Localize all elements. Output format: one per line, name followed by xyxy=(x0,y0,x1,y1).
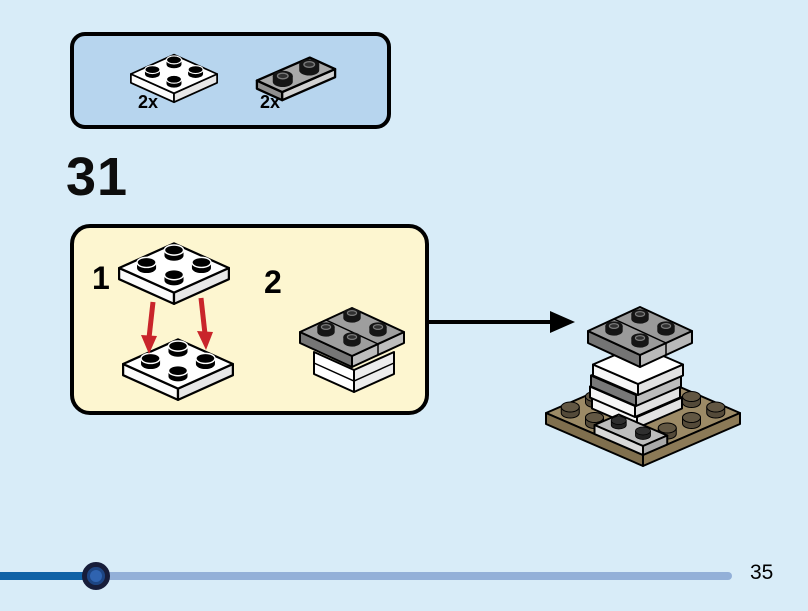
plate-stack xyxy=(587,306,693,429)
parts-callout-panel: 2x 2x xyxy=(70,32,391,129)
white-2x2-plate-icon xyxy=(119,243,229,303)
white-2x2-plate-icon xyxy=(123,339,233,399)
assembly-preview-illustration xyxy=(545,306,741,467)
red-down-arrow-icon xyxy=(197,297,213,350)
next-step-arrow-icon xyxy=(429,311,575,333)
progress-done-segment[interactable] xyxy=(0,572,88,580)
progress-remaining-segment[interactable] xyxy=(104,572,732,580)
substep-2-label: 2 xyxy=(264,264,282,300)
step-panel: 1 2 xyxy=(70,224,429,415)
light-gray-front-plate xyxy=(593,413,669,456)
substep-1-illustration xyxy=(100,238,246,410)
part-count-label: 2x xyxy=(138,92,159,112)
red-down-arrow-icon xyxy=(141,301,157,354)
part-count-label: 2x xyxy=(260,92,281,112)
progress-knob[interactable] xyxy=(82,562,110,590)
step-number: 31 xyxy=(66,147,129,207)
substep-2-illustration xyxy=(299,307,405,393)
page-number: 35 xyxy=(750,561,774,584)
substep-1-label: 1 xyxy=(92,260,110,296)
